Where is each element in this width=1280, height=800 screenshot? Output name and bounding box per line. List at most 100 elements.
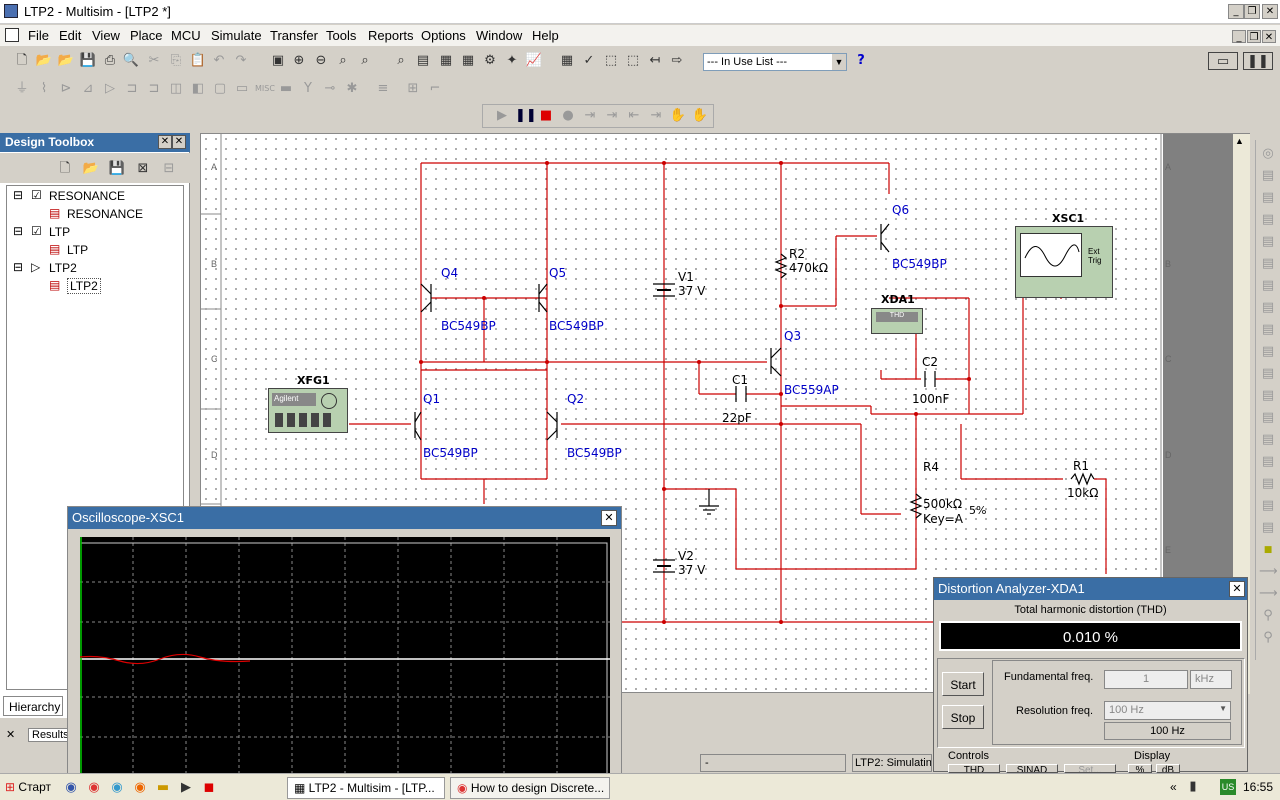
layout-icon[interactable]: ⇨ (671, 53, 683, 68)
menu-help[interactable]: Help (532, 28, 559, 43)
checkbox-icon[interactable]: ☑ (31, 224, 42, 238)
misc-icon[interactable]: MISC (255, 84, 275, 93)
copy-icon[interactable]: ⎘ (170, 53, 182, 68)
step-over-icon[interactable]: ⇥ (606, 108, 618, 123)
voltmeter-probe-icon[interactable]: ⚲ (1263, 630, 1273, 645)
menu-place[interactable]: Place (130, 28, 163, 43)
new-icon[interactable]: 🗋 (16, 53, 28, 68)
save-icon[interactable]: 💾 (79, 53, 97, 68)
network-analyzer-icon[interactable]: ▤ (1261, 432, 1275, 447)
tab-results[interactable]: Results (28, 728, 73, 742)
language-indicator[interactable]: US (1220, 779, 1236, 795)
mcu-icon[interactable]: ✱ (346, 81, 358, 96)
toolbox-close-button[interactable]: ✕ (158, 135, 172, 149)
postprocessor-icon[interactable]: ▦ (560, 53, 574, 68)
remove-breakpoints-icon[interactable]: ✋ (691, 108, 709, 123)
scroll-up-icon[interactable]: ▲ (1235, 136, 1244, 146)
new-design-icon[interactable]: 🗋 (59, 161, 71, 176)
run-icon[interactable]: ▶ (497, 108, 507, 123)
zoom-fit-icon[interactable]: ⌕ (361, 53, 369, 68)
iv-analyzer-icon[interactable]: ▤ (1261, 366, 1275, 381)
instrument-panel-icon[interactable]: ▭ (1208, 52, 1238, 70)
transistor-icon[interactable]: ⊿ (82, 81, 94, 96)
misc-digital-icon[interactable]: ▭ (235, 81, 249, 96)
measurement-probe-icon[interactable]: ⚲ (1263, 608, 1273, 623)
collapse-icon[interactable]: ⊟ (13, 188, 24, 202)
logic-converter-icon[interactable]: ▤ (1261, 344, 1275, 359)
agilent-gen-icon[interactable]: ▤ (1261, 454, 1275, 469)
stop-icon[interactable]: ■ (539, 108, 553, 123)
delete-design-icon[interactable]: ⊟ (163, 161, 175, 176)
diode-icon[interactable]: ⊳ (60, 81, 72, 96)
breakpoint-icon[interactable]: ● (562, 108, 574, 123)
function-generator[interactable]: Agilent (268, 388, 348, 433)
function-gen-icon[interactable]: ▤ (1261, 168, 1275, 183)
run-to-cursor-icon[interactable]: ⇥ (650, 108, 662, 123)
menu-reports[interactable]: Reports (368, 28, 414, 43)
toolbox-toggle-icon[interactable]: ▦ (439, 53, 453, 68)
set-button[interactable]: Set... (1064, 764, 1116, 773)
restore-button[interactable]: ❐ (1244, 4, 1260, 19)
close-button[interactable]: ✕ (1262, 4, 1278, 19)
open-icon[interactable]: 📂 (35, 53, 53, 68)
tree-child-resonance[interactable]: RESONANCE (67, 207, 144, 221)
fundamental-unit[interactable]: kHz (1190, 670, 1232, 689)
help-icon[interactable]: ? (857, 53, 865, 68)
toggle-breakpoint-icon[interactable]: ✋ (669, 108, 687, 123)
freq-counter-icon[interactable]: ▤ (1261, 278, 1275, 293)
four-channel-scope-icon[interactable]: ▤ (1261, 234, 1275, 249)
tek-scope-icon[interactable]: ▤ (1261, 520, 1275, 535)
db-button[interactable]: dB (1156, 764, 1180, 773)
tree-item-ltp2[interactable]: LTP2 (49, 261, 77, 275)
forward-annotate-icon[interactable]: ⬚ (626, 53, 640, 68)
folder-icon[interactable]: ▬ (156, 780, 170, 795)
task-multisim[interactable]: ▦ LTP2 - Multisim - [LTP... (287, 777, 445, 799)
task-browser[interactable]: ◉ How to design Discrete... (450, 777, 610, 799)
scope-icon[interactable]: ▤ (1261, 212, 1275, 227)
start-button[interactable]: Start (942, 672, 984, 696)
percent-button[interactable]: % (1128, 764, 1152, 773)
step-out-icon[interactable]: ⇤ (628, 108, 640, 123)
current-probe-icon[interactable]: ⟶ (1259, 586, 1278, 601)
fundamental-input[interactable]: 1 (1104, 670, 1188, 689)
oscilloscope-instrument[interactable]: Ext Trig (1015, 226, 1113, 298)
database-icon[interactable]: ⚙ (484, 53, 496, 68)
tree-item-resonance[interactable]: RESONANCE (49, 189, 126, 203)
probe-icon[interactable]: ⟶ (1259, 564, 1278, 579)
analog-icon[interactable]: ▷ (105, 81, 115, 96)
bus-icon[interactable]: ≡ (377, 81, 389, 96)
tree-item-ltp[interactable]: LTP (49, 225, 71, 239)
tree-child-ltp[interactable]: LTP (67, 243, 89, 257)
print-preview-icon[interactable]: 🔍 (122, 53, 140, 68)
distortion-analyzer-instrument[interactable]: THD (871, 308, 923, 334)
wattmeter-icon[interactable]: ▤ (1261, 190, 1275, 205)
indicator-icon[interactable]: ◧ (191, 81, 205, 96)
ttl-icon[interactable]: ⊐ (126, 81, 138, 96)
search-icon[interactable]: ⌕ (397, 53, 405, 68)
source-icon[interactable]: ⏚ (15, 81, 29, 96)
tab-hierarchy[interactable]: Hierarchy (3, 696, 63, 716)
bode-plotter-icon[interactable]: ▤ (1261, 256, 1275, 271)
zoom-in-icon[interactable]: ⊕ (293, 53, 305, 68)
sinad-button[interactable]: SINAD (1006, 764, 1058, 773)
redo-icon[interactable]: ↷ (235, 53, 247, 68)
menu-tools[interactable]: Tools (326, 28, 357, 43)
pause-panel-icon[interactable]: ❚❚ (1243, 52, 1273, 70)
oscilloscope-close-button[interactable]: ✕ (601, 510, 617, 526)
back-annotate-icon[interactable]: ⬚ (604, 53, 618, 68)
mdi-restore-button[interactable]: ❐ (1247, 30, 1261, 43)
open-sample-icon[interactable]: 📂 (57, 53, 75, 68)
chevron-down-icon[interactable]: ▼ (832, 54, 846, 70)
hierarchical-block-icon[interactable]: ⊞ (407, 81, 419, 96)
menu-file[interactable]: File (28, 28, 49, 43)
spreadsheet-icon[interactable]: ▤ (416, 53, 430, 68)
thd-button[interactable]: THD (948, 764, 1000, 773)
print-icon[interactable]: ⎙ (104, 53, 116, 68)
save-design-icon[interactable]: 💾 (108, 161, 126, 176)
word-gen-icon[interactable]: ▤ (1261, 300, 1275, 315)
menu-simulate[interactable]: Simulate (211, 28, 262, 43)
ie-icon[interactable]: ◉ (65, 780, 77, 795)
peripheral-icon[interactable]: ▬ (279, 81, 293, 96)
tree-child-ltp2[interactable]: LTP2 (67, 278, 101, 294)
minimize-button[interactable]: _ (1228, 4, 1244, 19)
